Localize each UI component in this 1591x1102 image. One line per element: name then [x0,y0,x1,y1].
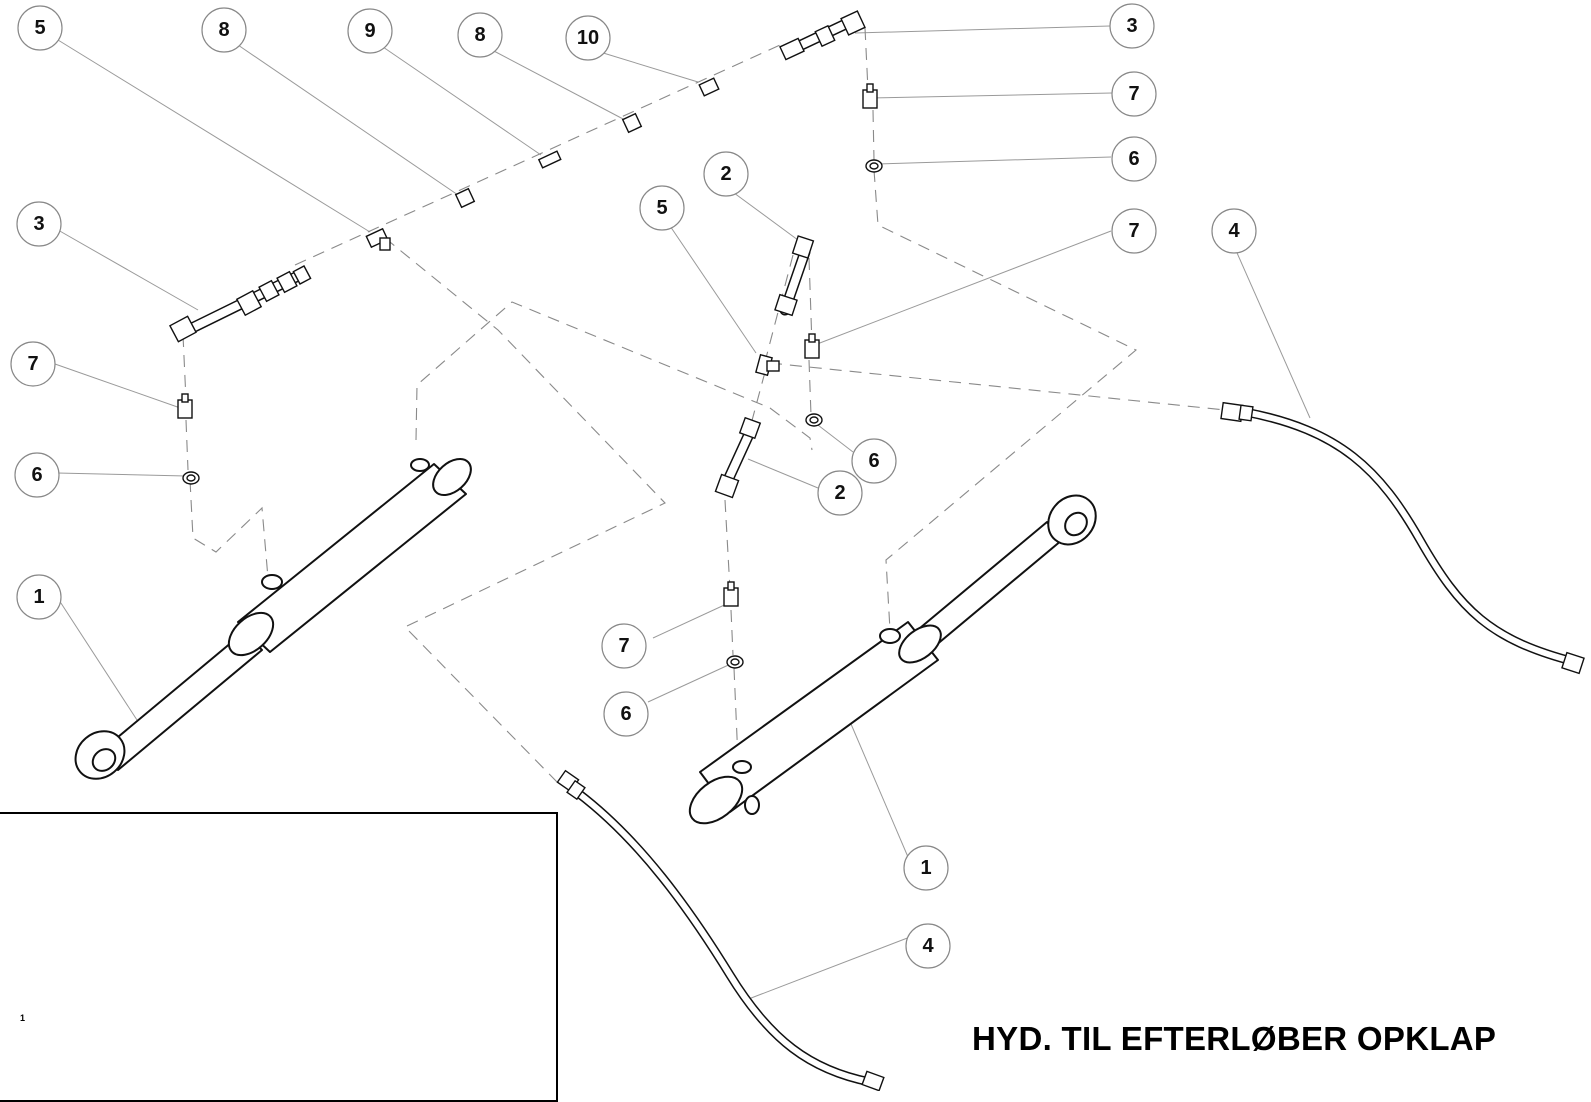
callout-circle [603,691,649,737]
callout-circle [601,623,647,669]
callout-bubbles: 5 8 9 8 10 3 7 6 3 2 5 7 4 7 6 6 2 1 7 6 1 4 [10,3,1257,969]
callout-circle [10,341,56,387]
callout-6: 6 [14,452,60,498]
callout-label: 5 [34,17,45,39]
callout-label: 6 [31,464,42,486]
tube-assembly-mid-upper [774,235,815,317]
callout-circle [17,5,63,51]
callout-circle [347,8,393,54]
callout-2: 2 [817,470,863,516]
callout-9: 9 [347,8,393,54]
callout-label: 4 [1228,220,1240,242]
callout-7: 7 [601,623,647,669]
callout-label: 2 [834,482,845,504]
callout-label: 7 [1128,83,1139,105]
callout-8: 8 [457,12,503,58]
callout-label: 7 [1128,220,1139,242]
fittings [177,77,883,669]
callout-1: 1 [903,845,949,891]
callout-label: 8 [218,19,229,41]
callout-circle [851,438,897,484]
callout-label: 1 [33,586,44,608]
hose-right [1220,401,1585,675]
callout-label: 1 [920,857,931,879]
callout-2: 2 [703,151,749,197]
callout-1: 1 [16,574,62,620]
callout-label: 2 [720,163,731,185]
title-block-frame [0,812,558,1102]
diagram-title: HYD. TIL EFTERLØBER OPKLAP [972,1020,1497,1057]
callout-label: 4 [922,935,934,957]
callout-5: 5 [639,185,685,231]
callout-circle [903,845,949,891]
callout-circle [905,923,951,969]
callout-circle [703,151,749,197]
callout-circle [201,7,247,53]
callout-circle [817,470,863,516]
callout-6: 6 [1111,136,1157,182]
tube-assembly-top [779,10,866,61]
callout-label: 9 [364,20,375,42]
assembly-paths [182,27,1226,786]
callout-label: 6 [620,703,631,725]
callout-5: 5 [17,5,63,51]
callout-6: 6 [851,438,897,484]
callout-7: 7 [1111,71,1157,117]
tube-assembly-mid-lower [714,416,762,499]
callout-10: 10 [565,15,611,61]
callout-circle [1111,71,1157,117]
callout-7: 7 [10,341,56,387]
callout-label: 5 [656,197,667,219]
frame-mark: 1 [20,1013,26,1023]
callout-circle [1111,136,1157,182]
callout-circle [457,12,503,58]
callout-label: 7 [27,353,38,375]
callout-6: 6 [603,691,649,737]
callout-7: 7 [1111,208,1157,254]
callout-8: 8 [201,7,247,53]
callout-label: 10 [577,27,599,49]
tube-assembly-left [168,265,312,343]
callout-label: 8 [474,24,485,46]
leader-lines [54,25,1311,1001]
callout-3: 3 [16,201,62,247]
callout-circle [639,185,685,231]
callout-label: 3 [33,213,44,235]
callout-4: 4 [1211,208,1257,254]
callout-circle [1211,208,1257,254]
cylinder-right [688,494,1097,825]
callout-circle [565,15,611,61]
cylinder-left [74,457,472,780]
callout-label: 6 [1128,148,1139,170]
callout-circle [14,452,60,498]
callout-3: 3 [1109,3,1155,49]
callout-circle [16,201,62,247]
callout-4: 4 [905,923,951,969]
hose-bottom [556,769,885,1091]
callout-circle [1109,3,1155,49]
callout-circle [1111,208,1157,254]
callout-label: 3 [1126,15,1137,37]
callout-label: 7 [618,635,629,657]
callout-circle [16,574,62,620]
callout-label: 6 [868,450,879,472]
